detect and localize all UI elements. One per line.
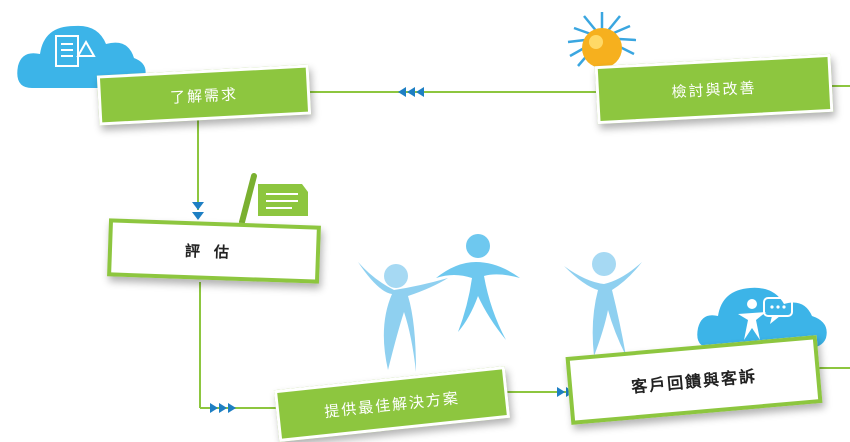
cloud-chat-icon	[697, 287, 827, 348]
arrow-right-triple	[210, 403, 236, 413]
step-evaluate-label: 評估	[184, 241, 244, 262]
step-customer-feedback-label: 客戶回饋與客訴	[630, 366, 758, 397]
step-review-improve: 檢討與改善	[594, 53, 834, 125]
arrow-left-triple	[398, 87, 424, 97]
pen-paper-icon	[239, 173, 308, 225]
sun-icon	[567, 12, 637, 68]
step-best-solution-label: 提供最佳解決方案	[323, 388, 461, 421]
step-understand-needs-label: 了解需求	[169, 84, 239, 107]
step-review-improve-label: 檢討與改善	[671, 78, 757, 101]
step-evaluate: 評估	[107, 218, 321, 284]
cloud-document-icon	[17, 25, 146, 89]
arrow-down-double	[192, 202, 204, 220]
people-figures-icon	[358, 234, 642, 372]
